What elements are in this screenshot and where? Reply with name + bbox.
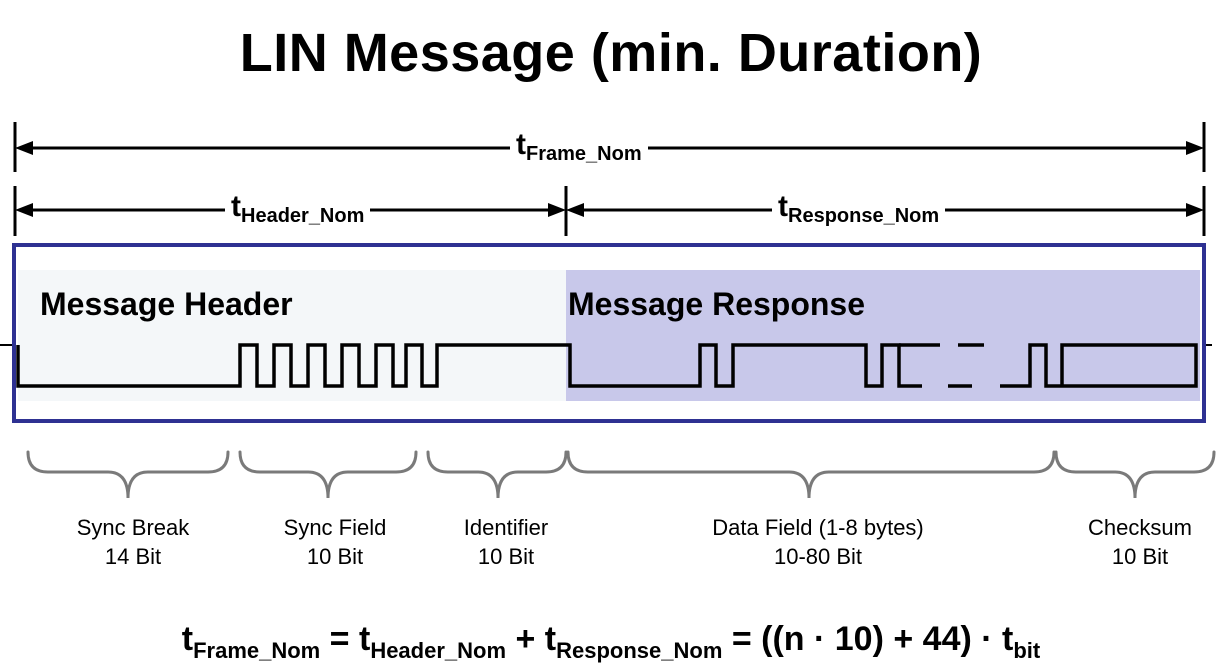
formula-sub: Frame_Nom	[193, 638, 321, 663]
segment-braces	[26, 450, 1216, 499]
segment-identifier: Identifier 10 Bit	[426, 513, 586, 571]
frame-time-sub: Frame_Nom	[526, 143, 642, 165]
header-time-sub: Header_Nom	[241, 205, 365, 227]
formula-op: = ((n · 10) + 44) ·	[722, 620, 1003, 658]
formula-term: t	[358, 620, 371, 658]
brace-checksum	[1054, 450, 1216, 499]
formula-term: t	[1002, 620, 1014, 658]
formula-op: =	[320, 620, 359, 658]
response-time-main: t	[778, 190, 788, 223]
segment-checksum: Checksum 10 Bit	[1060, 513, 1220, 571]
formula-sub: bit	[1013, 638, 1041, 663]
segment-bits: 14 Bit	[104, 544, 162, 569]
frame-time-main: t	[516, 128, 526, 161]
page-title: LIN Message (min. Duration)	[239, 23, 983, 83]
segment-data-field: Data Field (1-8 bytes) 10-80 Bit	[668, 513, 968, 571]
response-time-label: tResponse_Nom	[772, 190, 946, 228]
frame-border	[12, 243, 1206, 423]
brace-sync-field	[238, 450, 418, 499]
segment-bits: 10 Bit	[306, 544, 364, 569]
segment-name: Identifier	[463, 515, 549, 540]
message-response-label: Message Response	[568, 286, 866, 322]
header-time-label: tHeader_Nom	[225, 190, 371, 228]
formula-term: t	[181, 620, 194, 658]
segment-bits: 10-80 Bit	[773, 544, 863, 569]
segment-name: Data Field (1-8 bytes)	[712, 515, 924, 540]
brace-data-field	[566, 450, 1056, 499]
segment-sync-field: Sync Field 10 Bit	[255, 513, 415, 571]
header-time-main: t	[231, 190, 241, 223]
brace-identifier	[426, 450, 568, 499]
frame-time-label: tFrame_Nom	[510, 128, 648, 166]
formula-op: +	[506, 620, 545, 658]
signal-waveform	[16, 343, 1198, 388]
response-time-sub: Response_Nom	[788, 205, 940, 227]
segment-name: Checksum	[1088, 515, 1192, 540]
segment-bits: 10 Bit	[477, 544, 535, 569]
segment-bits: 10 Bit	[1111, 544, 1169, 569]
formula-term: t	[544, 620, 557, 658]
segment-name: Sync Break	[76, 515, 190, 540]
message-header-label: Message Header	[40, 286, 293, 322]
formula-sub: Response_Nom	[556, 638, 723, 663]
segment-sync-break: Sync Break 14 Bit	[53, 513, 213, 571]
formula-sub: Header_Nom	[370, 638, 507, 663]
segment-name: Sync Field	[283, 515, 387, 540]
brace-sync-break	[26, 450, 230, 499]
frame-duration-formula: tFrame_Nom = tHeader_Nom + tResponse_Nom…	[0, 620, 1222, 664]
